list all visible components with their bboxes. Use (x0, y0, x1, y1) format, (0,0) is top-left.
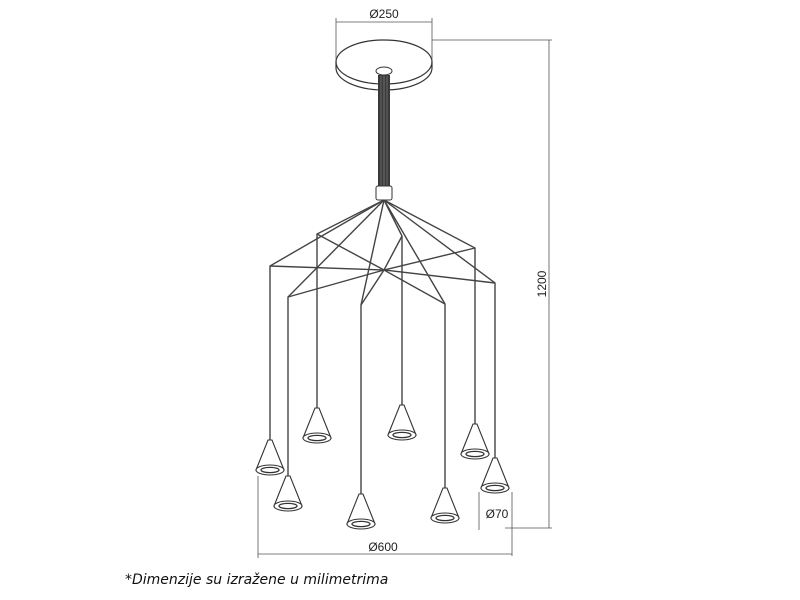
dimension-height: 1200 (432, 39, 552, 529)
pendant-shades (255, 404, 510, 530)
pendant-shade (273, 475, 303, 512)
dimension-pendant: Ø70 (478, 492, 513, 556)
span-diameter-label: Ø600 (368, 540, 398, 554)
pendant-shade (346, 493, 376, 530)
canopy-diameter-label: Ø250 (369, 7, 399, 21)
suspension-stem (375, 75, 393, 201)
pendant-shade (480, 457, 510, 494)
pendant-shade (387, 404, 417, 441)
pendant-shade (302, 407, 332, 444)
dimension-span: Ø600 (257, 476, 512, 558)
height-label: 1200 (535, 270, 549, 297)
pendant-diameter-label: Ø70 (486, 507, 509, 521)
pendant-shade (460, 423, 490, 460)
units-note: *Dimenzije su izražene u milimetrima (125, 572, 389, 588)
pendant-shade (255, 439, 285, 476)
lamp-arms (269, 199, 496, 494)
pendant-shade (430, 487, 460, 524)
dimension-canopy: Ø250 (335, 7, 433, 60)
